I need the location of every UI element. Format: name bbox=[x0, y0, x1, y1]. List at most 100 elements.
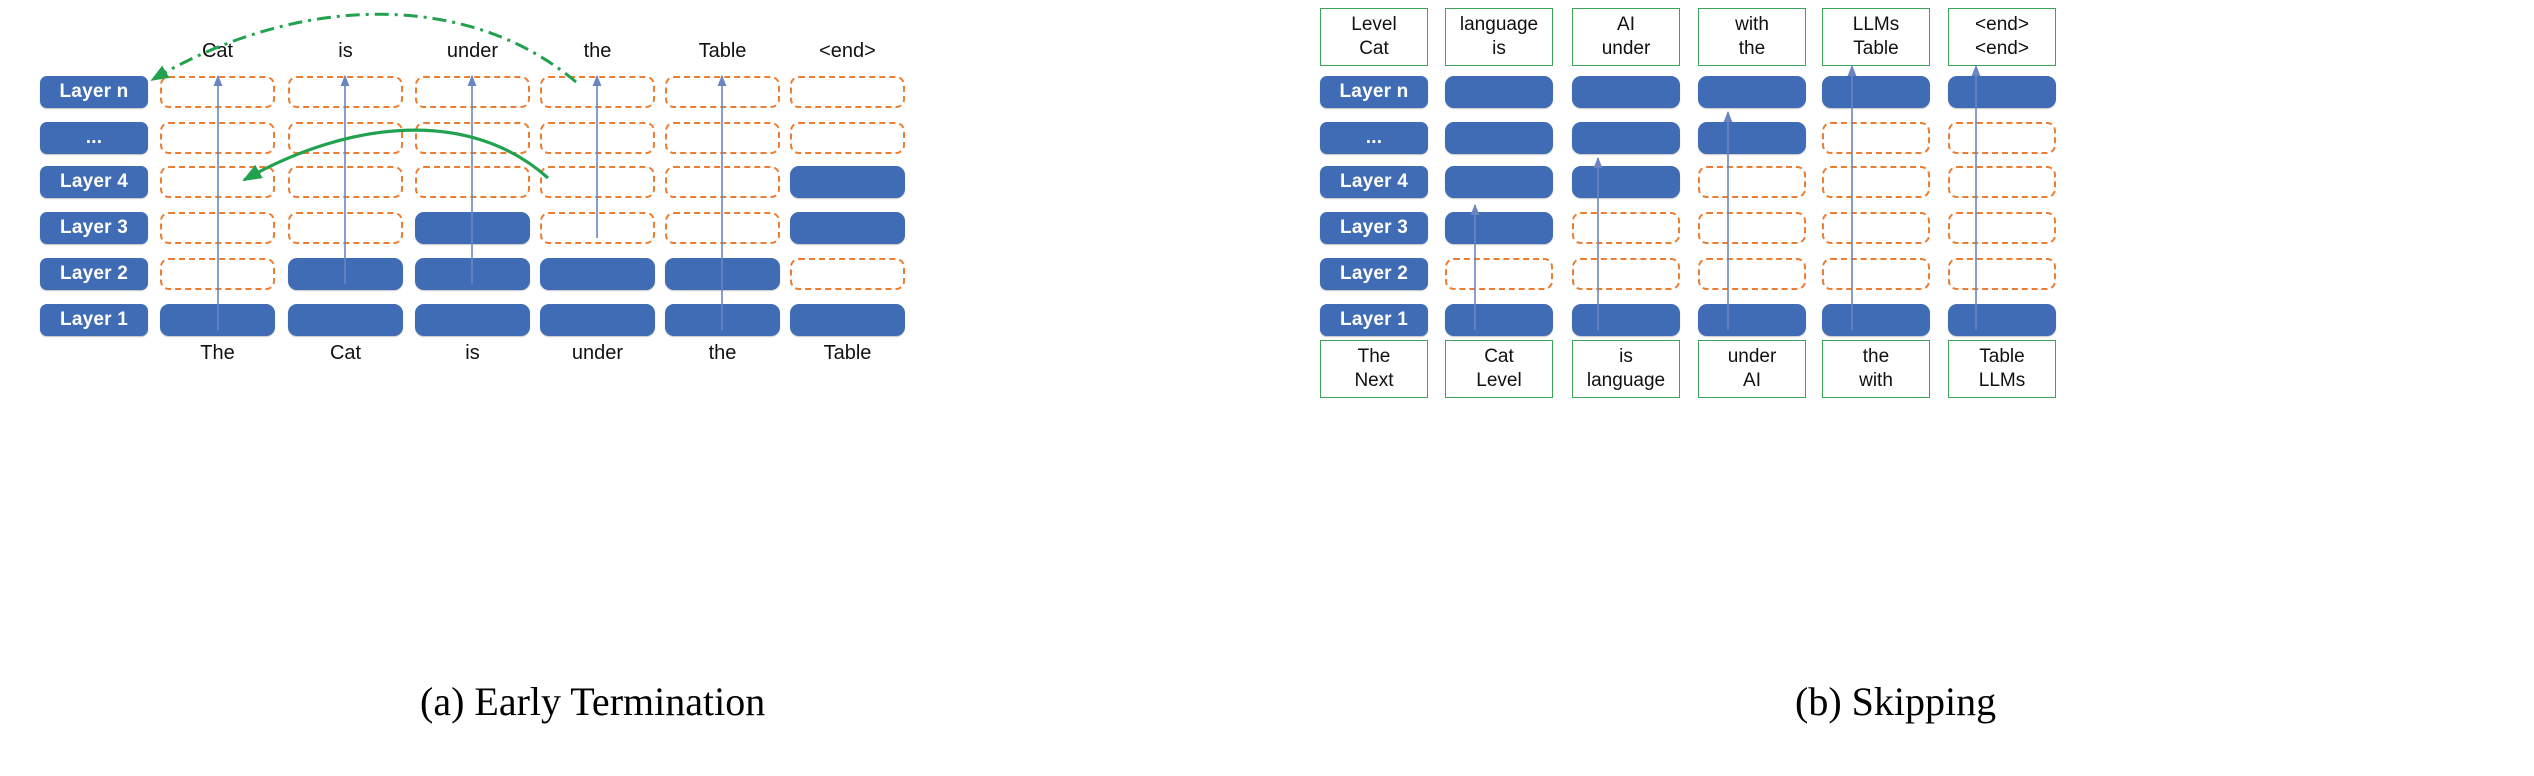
top-token-label-5: Table bbox=[698, 40, 747, 62]
top-token-label-1: Cat bbox=[201, 40, 234, 62]
layer-cell-r5-c3 bbox=[540, 304, 655, 336]
output-token-line-0: <end> bbox=[1975, 14, 2029, 36]
layer-chip-3: Layer 3 bbox=[40, 212, 148, 244]
layer-cell-r4-c3 bbox=[1698, 258, 1806, 290]
layer-chip-2: Layer 4 bbox=[40, 166, 148, 198]
layer-cell-r5-c1 bbox=[1445, 304, 1553, 336]
layer-cell-r4-c0 bbox=[160, 258, 275, 290]
layer-cell-r5-c4 bbox=[1822, 304, 1930, 336]
layer-cell-r2-c4 bbox=[665, 166, 780, 198]
layer-cell-r1-c0 bbox=[160, 122, 275, 154]
layer-cell-r5-c1 bbox=[288, 304, 403, 336]
top-token-label-4: the bbox=[583, 40, 612, 62]
layer-cell-r3-c3 bbox=[540, 212, 655, 244]
layer-cell-r1-c5 bbox=[1948, 122, 2056, 154]
input-token-line-0: Cat bbox=[1484, 346, 1514, 368]
layer-cell-r1-c2 bbox=[1572, 122, 1680, 154]
output-token-line-1: Table bbox=[1853, 37, 1899, 59]
input-token-line-0: the bbox=[1862, 346, 1890, 368]
layer-cell-r0-c1 bbox=[288, 76, 403, 108]
layer-cell-r2-c3 bbox=[540, 166, 655, 198]
layer-cell-r4-c3 bbox=[540, 258, 655, 290]
layer-cell-r5-c0 bbox=[160, 304, 275, 336]
output-token-line-1: under bbox=[1601, 37, 1651, 59]
bottom-token-label-0: The bbox=[200, 342, 235, 364]
layer-cell-r1-c2 bbox=[415, 122, 530, 154]
layer-cell-r1-c3 bbox=[540, 122, 655, 154]
input-token-line-1: language bbox=[1586, 369, 1666, 391]
layer-cell-r2-c5 bbox=[1948, 166, 2056, 198]
bottom-token-label-1: Cat bbox=[329, 342, 362, 364]
input-token-line-1: with bbox=[1859, 369, 1893, 391]
input-token-line-1: LLMs bbox=[1978, 369, 2026, 391]
layer-cell-r5-c5 bbox=[1948, 304, 2056, 336]
layer-cell-r1-c5 bbox=[790, 122, 905, 154]
output-token-line-1: the bbox=[1738, 37, 1766, 59]
layer-cell-r4-c1 bbox=[1445, 258, 1553, 290]
layer-cell-r0-c5 bbox=[1948, 76, 2056, 108]
layer-cell-r3-c5 bbox=[1948, 212, 2056, 244]
layer-cell-r2-c1 bbox=[1445, 166, 1553, 198]
layer-cell-r1-c4 bbox=[1822, 122, 1930, 154]
layer-cell-r3-c4 bbox=[1822, 212, 1930, 244]
output-token-line-1: Cat bbox=[1359, 37, 1389, 59]
bottom-token-label-2: is bbox=[465, 342, 480, 364]
layer-chip-4: Layer 2 bbox=[1320, 258, 1428, 290]
bottom-token-label-4: the bbox=[708, 342, 737, 364]
layer-chip-5: Layer 1 bbox=[1320, 304, 1428, 336]
top-token-label-2: is bbox=[338, 40, 353, 62]
input-token-line-1: Level bbox=[1476, 369, 1522, 391]
layer-cell-r3-c4 bbox=[665, 212, 780, 244]
layer-cell-r3-c1 bbox=[288, 212, 403, 244]
layer-cell-r2-c0 bbox=[160, 166, 275, 198]
layer-cell-r5-c2 bbox=[1572, 304, 1680, 336]
layer-cell-r0-c1 bbox=[1445, 76, 1553, 108]
layer-cell-r3-c5 bbox=[790, 212, 905, 244]
top-token-label-6: <end> bbox=[819, 40, 876, 62]
layer-chip-4: Layer 2 bbox=[40, 258, 148, 290]
bottom-token-label-3: under bbox=[571, 342, 624, 364]
layer-cell-r4-c2 bbox=[1572, 258, 1680, 290]
layer-cell-r4-c2 bbox=[415, 258, 530, 290]
layer-cell-r5-c4 bbox=[665, 304, 780, 336]
top-token-label-3: under bbox=[446, 40, 499, 62]
layer-cell-r4-c5 bbox=[790, 258, 905, 290]
layer-cell-r1-c4 bbox=[665, 122, 780, 154]
layer-chip-0: Layer n bbox=[1320, 76, 1428, 108]
caption-panel-a: (a) Early Termination bbox=[420, 679, 766, 724]
layer-cell-r3-c0 bbox=[160, 212, 275, 244]
layer-cell-r0-c2 bbox=[415, 76, 530, 108]
layer-cell-r0-c0 bbox=[160, 76, 275, 108]
output-token-line-0: with bbox=[1735, 14, 1769, 36]
layer-cell-r4-c4 bbox=[665, 258, 780, 290]
layer-cell-r0-c3 bbox=[540, 76, 655, 108]
output-token-line-0: language bbox=[1459, 14, 1539, 36]
layer-cell-r0-c2 bbox=[1572, 76, 1680, 108]
input-token-line-0: Table bbox=[1979, 346, 2025, 368]
layer-chip-1: ... bbox=[1320, 122, 1428, 154]
layer-cell-r0-c4 bbox=[665, 76, 780, 108]
layer-cell-r2-c2 bbox=[415, 166, 530, 198]
layer-cell-r2-c3 bbox=[1698, 166, 1806, 198]
input-token-line-0: is bbox=[1619, 346, 1633, 368]
layer-cell-r1-c3 bbox=[1698, 122, 1806, 154]
layer-cell-r2-c2 bbox=[1572, 166, 1680, 198]
layer-cell-r3-c2 bbox=[415, 212, 530, 244]
layer-cell-r2-c5 bbox=[790, 166, 905, 198]
layer-cell-r1-c1 bbox=[1445, 122, 1553, 154]
output-token-box-5: <end><end> bbox=[1948, 8, 2056, 66]
layer-cell-r4-c4 bbox=[1822, 258, 1930, 290]
layer-cell-r0-c3 bbox=[1698, 76, 1806, 108]
input-token-line-1: Next bbox=[1354, 369, 1394, 391]
output-token-line-0: LLMs bbox=[1852, 14, 1900, 36]
layer-cell-r0-c5 bbox=[790, 76, 905, 108]
